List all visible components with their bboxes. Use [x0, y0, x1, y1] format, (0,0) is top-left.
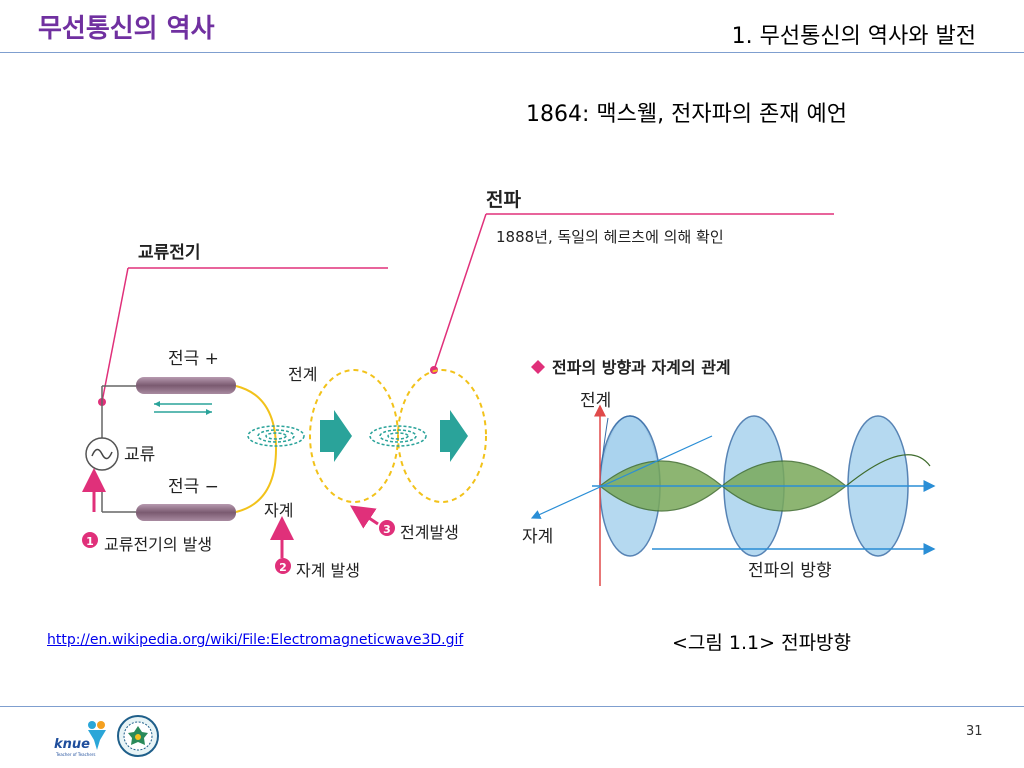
diamond-icon: [531, 360, 545, 374]
top-divider: [0, 52, 1024, 53]
radio-wave-figure: 교류전기 전파 1888년, 독일의 헤르츠에 의해 확인 교류 전극 + 전극…: [62, 166, 974, 602]
bottom-divider: [0, 706, 1024, 707]
step3-badge: [379, 520, 395, 536]
ac-circuit: 교류 전극 + 전극 −: [85, 349, 236, 521]
knue-logo: knue Teacher of Teachers: [54, 721, 106, 757]
knue-logo-text: knue: [54, 737, 90, 752]
step1-number: 1: [86, 535, 94, 548]
wave-relation-diagram: 전파의 방향과 자계의 관계 전계 자계 전파의 방향: [522, 358, 936, 586]
university-seal-logo: [117, 715, 159, 757]
near-field: 전계 자계: [235, 365, 487, 520]
page-number: 31: [966, 724, 983, 739]
relation-title: 전파의 방향과 자계의 관계: [552, 358, 731, 377]
label-ac-electricity: 교류전기: [138, 243, 201, 263]
step1-badge: [82, 532, 98, 548]
slide-subtitle: 1864: 맥스웰, 전자파의 존재 예언: [526, 102, 848, 127]
label-magnetic-field-left: 자계: [264, 501, 293, 520]
label-electrode-plus: 전극 +: [168, 349, 219, 369]
label-electrode-minus: 전극 −: [168, 477, 219, 497]
label-hertz: 1888년, 독일의 헤르츠에 의해 확인: [496, 228, 724, 246]
label-ac: 교류: [124, 445, 155, 465]
label-direction: 전파의 방향: [748, 561, 832, 581]
figure-caption: <그림 1.1> 전파방향: [672, 632, 852, 654]
electrode-plus: [136, 377, 236, 394]
callout-lines: [98, 213, 834, 406]
step3-label: 전계발생: [400, 523, 459, 542]
step1-label: 교류전기의 발생: [104, 535, 212, 554]
slide-title: 무선통신의 역사: [38, 14, 215, 44]
step2-label: 자계 발생: [296, 561, 360, 580]
step3-number: 3: [383, 523, 391, 536]
section-title: 1. 무선통신의 역사와 발전: [731, 24, 976, 49]
label-radio-wave: 전파: [486, 189, 521, 211]
knue-logo-subtext: Teacher of Teachers: [55, 752, 96, 757]
step2-number: 2: [279, 561, 287, 574]
label-electric-field-right: 전계: [580, 391, 611, 411]
label-electric-field-left: 전계: [288, 365, 317, 384]
source-link[interactable]: http://en.wikipedia.org/wiki/File:Electr…: [47, 632, 464, 648]
figure-drawing: 교류전기 전파 1888년, 독일의 헤르츠에 의해 확인 교류 전극 + 전극…: [82, 189, 936, 586]
electrode-minus: [136, 504, 236, 521]
step-annotations: 1 교류전기의 발생 2 자계 발생 3 전계발생: [82, 468, 459, 580]
label-magnetic-field-right: 자계: [522, 527, 553, 547]
step2-badge: [275, 558, 291, 574]
